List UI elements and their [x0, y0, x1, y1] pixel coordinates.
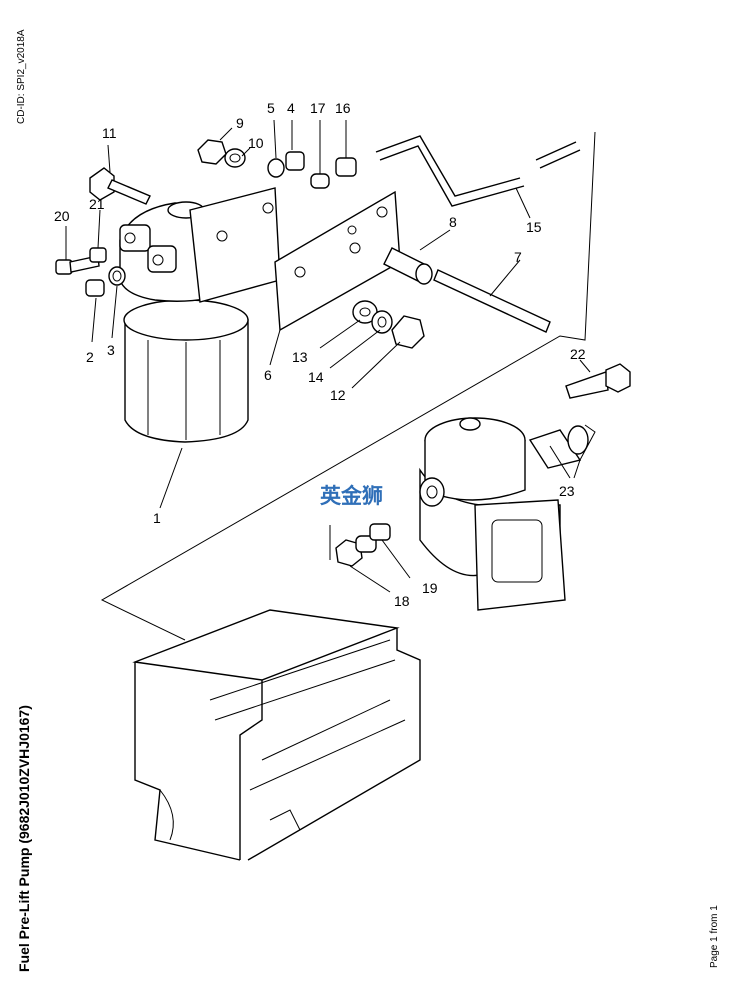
- lift-pump-drawing: [419, 417, 589, 611]
- callout-15: 15: [526, 219, 542, 235]
- callout-16: 16: [335, 100, 351, 116]
- watermark-text: 英金狮: [320, 484, 383, 508]
- callout-10: 10: [248, 135, 264, 151]
- fastener-drawings: [55, 135, 631, 567]
- callout-13: 13: [292, 349, 308, 365]
- callout-19: 19: [422, 580, 438, 596]
- outline-lines: [100, 131, 596, 641]
- callout-3: 3: [107, 342, 115, 358]
- callout-12: 12: [330, 387, 346, 403]
- callout-23: 23: [559, 483, 575, 499]
- callout-4: 4: [287, 100, 295, 116]
- callout-7: 7: [514, 249, 522, 265]
- engine-block-drawing: [132, 609, 421, 861]
- bracket-drawing: [189, 187, 401, 332]
- callout-labels: 1 2 3 4 5 6 7 8 9 10 11 12 13 14 15 16 1…: [54, 100, 586, 609]
- callout-18: 18: [394, 593, 410, 609]
- callout-5: 5: [267, 100, 275, 116]
- callout-2: 2: [86, 349, 94, 365]
- callout-20: 20: [54, 208, 70, 224]
- callout-21: 21: [89, 196, 105, 212]
- callout-8: 8: [449, 214, 457, 230]
- callout-1: 1: [153, 510, 161, 526]
- callout-22: 22: [570, 346, 586, 362]
- callout-11: 11: [102, 125, 117, 141]
- leader-lines: [65, 119, 591, 593]
- callout-14: 14: [308, 369, 324, 385]
- callout-9: 9: [236, 115, 244, 131]
- callout-6: 6: [264, 367, 272, 383]
- callout-17: 17: [310, 100, 326, 116]
